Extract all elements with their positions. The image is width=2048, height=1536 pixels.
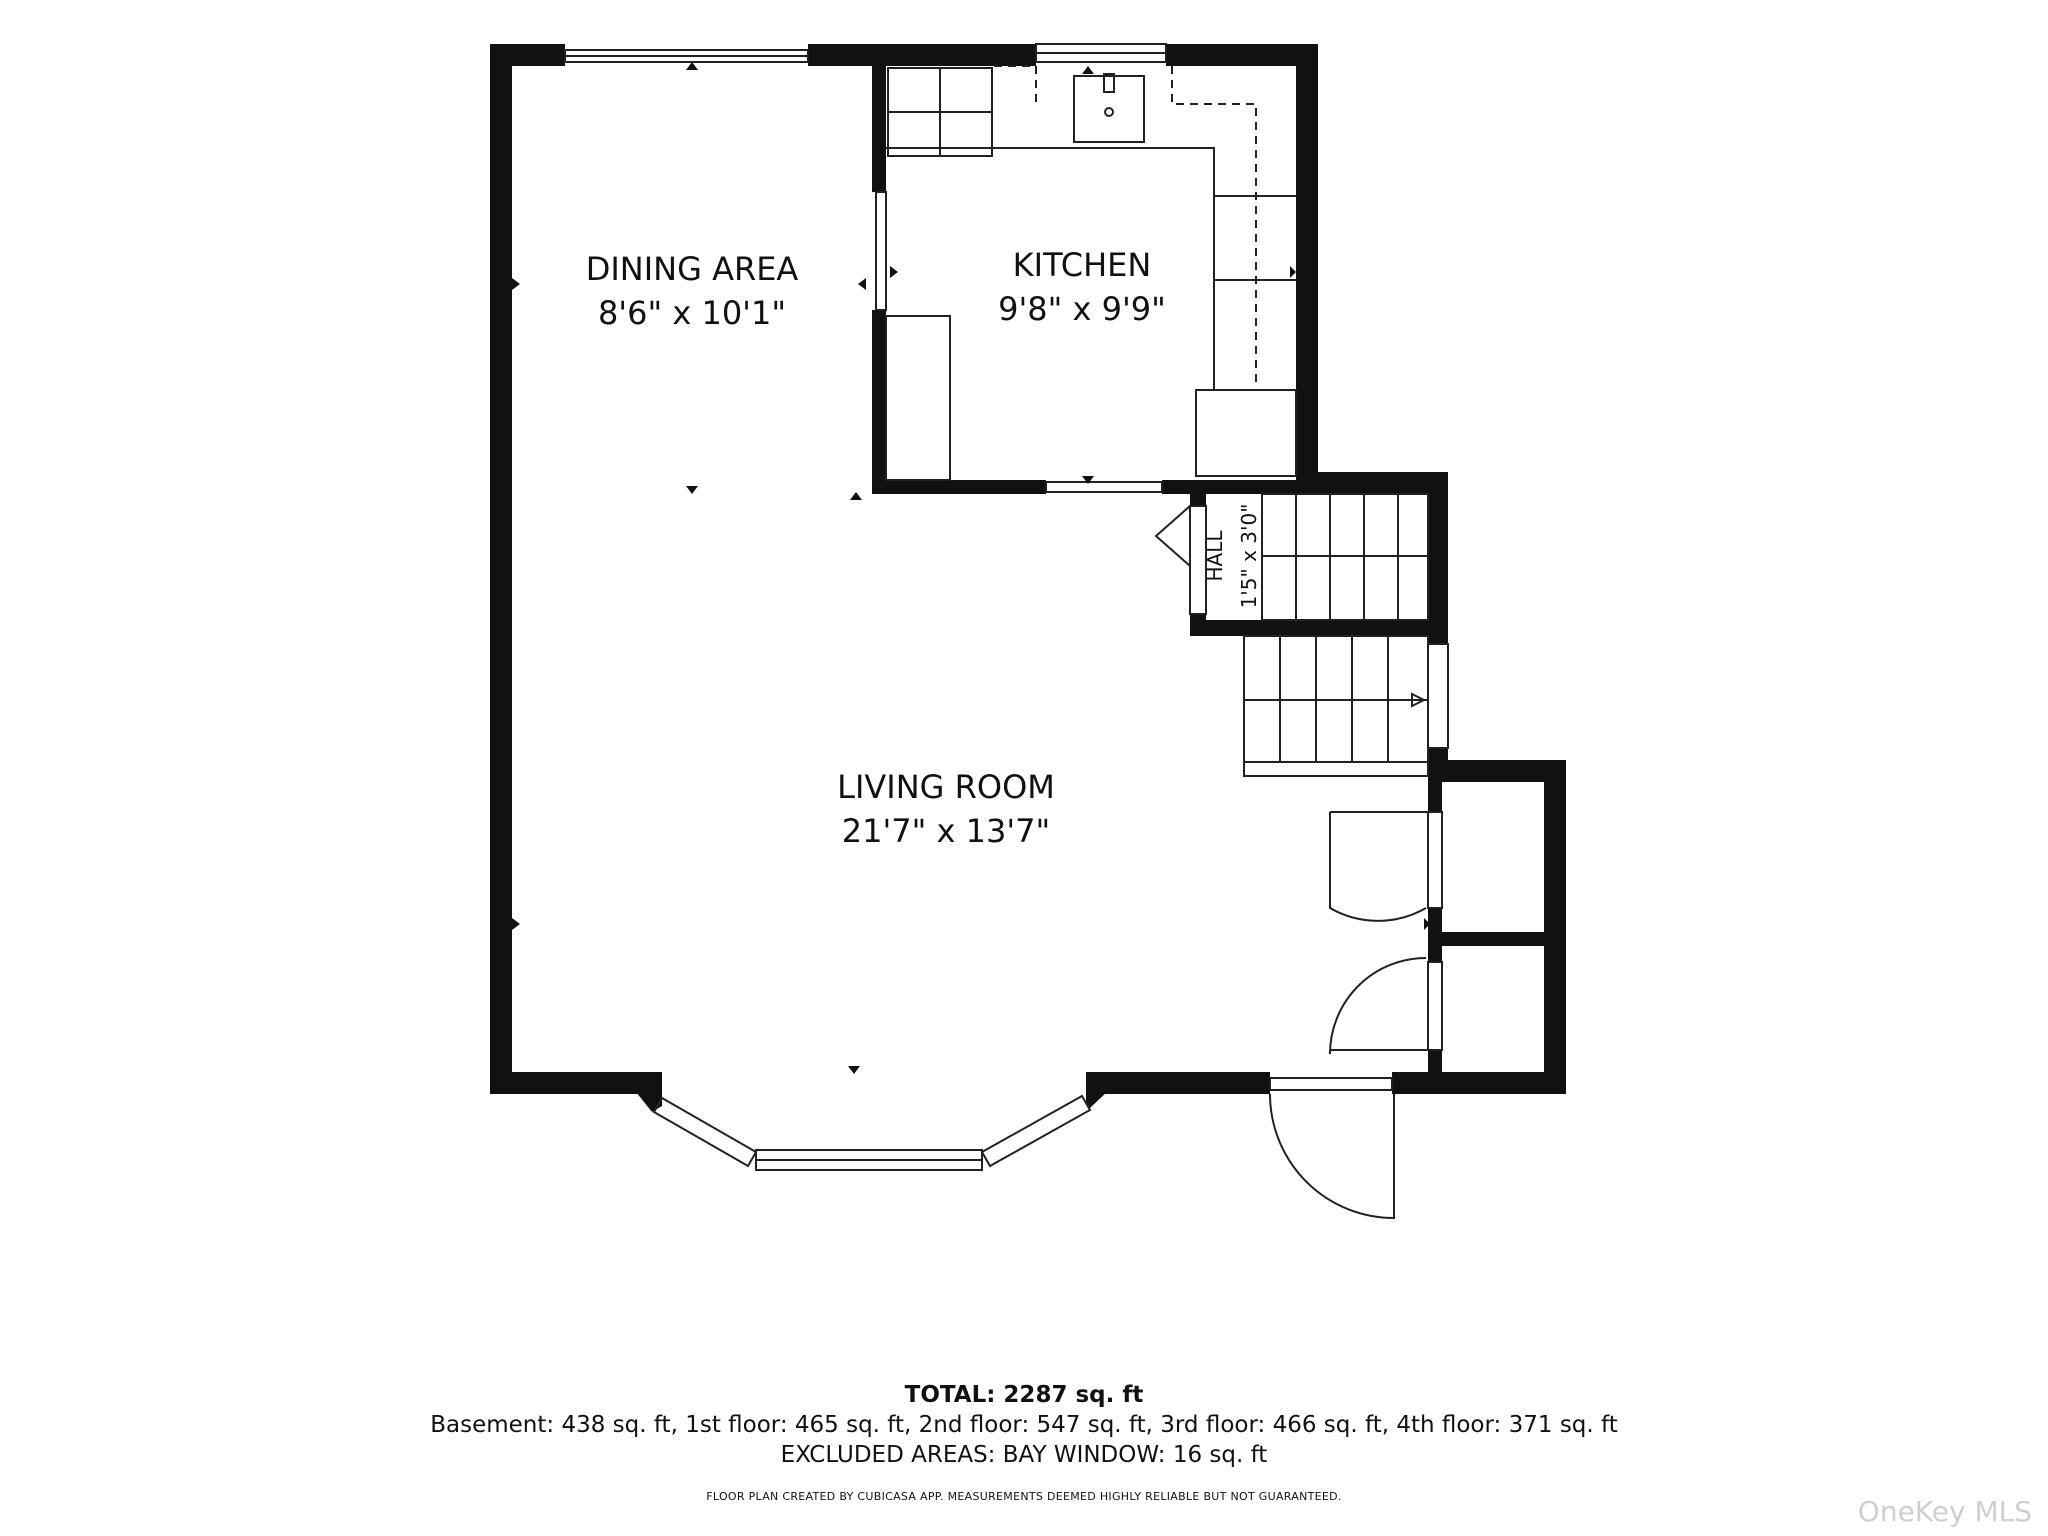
wall-kitchen-right [1296, 44, 1318, 484]
wall-closet-divider [1428, 932, 1566, 946]
sink-icon [1073, 75, 1145, 143]
wall-bottom-right [1086, 1072, 1270, 1094]
wall-top-mid [808, 44, 1036, 66]
wall-kitchen-left-upper [872, 60, 886, 192]
kitchen-fixtures [885, 65, 1297, 481]
disclaimer: FLOOR PLAN CREATED BY CUBICASA APP. MEAS… [706, 1490, 1342, 1503]
wall-left [490, 44, 512, 1094]
wall-kitchen-bottom-left [872, 480, 1046, 494]
wall-kitchen-bottom-right [1162, 480, 1310, 494]
wall-top-right [1166, 44, 1318, 66]
living-room-dims: 21'7" x 13'7" [842, 812, 1050, 850]
kitchen-dining-pass [1045, 481, 1163, 493]
doors [875, 191, 1449, 1220]
excluded-areas: EXCLUDED AREAS: BAY WINDOW: 16 sq. ft [780, 1442, 1268, 1468]
refrigerator-icon [1195, 389, 1297, 477]
bay-window-right [980, 1094, 1092, 1168]
floor-breakdown: Basement: 438 sq. ft, 1st floor: 465 sq.… [430, 1412, 1618, 1438]
bay-window-left [652, 1096, 758, 1168]
stair-arrow [1411, 692, 1427, 708]
bay-corner-left [620, 1072, 662, 1112]
wall-kitchen-left-lower [872, 310, 886, 494]
dining-area-dims: 8'6" x 10'1" [598, 294, 786, 332]
kitchen-dims: 9'8" x 9'9" [998, 290, 1166, 328]
total-area: TOTAL: 2287 sq. ft [904, 1382, 1144, 1408]
wall-bottom-closet [1392, 1072, 1566, 1094]
kitchen-island [885, 315, 951, 481]
walls [490, 44, 1566, 1112]
wall-bottom-left [490, 1072, 662, 1094]
wall-markers [512, 62, 1430, 1074]
wall-top-left [490, 44, 565, 66]
living-room-label: LIVING ROOM [837, 768, 1055, 806]
entry-door [1269, 1077, 1395, 1220]
door-closet-lower [1329, 957, 1428, 1055]
bay-window-center [755, 1149, 983, 1171]
stairs-lower [1243, 635, 1429, 777]
hall-dims: 1'5" x 3'0" [1237, 504, 1261, 609]
windows [564, 43, 1167, 1171]
wall-closet-top [1428, 760, 1566, 782]
wall-closet-left-a [1428, 776, 1442, 812]
stairs-upper [1261, 493, 1429, 621]
dining-area-label: DINING AREA [586, 250, 799, 288]
wall-stair-right [1428, 472, 1448, 644]
hall-door [1154, 505, 1191, 567]
wall-closet-left-b [1428, 908, 1442, 962]
wall-stair-top [1296, 472, 1448, 494]
watermark: OneKey MLS [1857, 1495, 2032, 1528]
wall-closet-right [1544, 760, 1566, 1094]
door-closet-upper [1329, 811, 1428, 922]
kitchen-label: KITCHEN [1013, 246, 1152, 284]
hall-label: HALL [1203, 530, 1227, 582]
wall-hall-bottom [1190, 620, 1448, 636]
bay-corner-right [1086, 1072, 1128, 1108]
kitchen-opening [875, 191, 887, 311]
